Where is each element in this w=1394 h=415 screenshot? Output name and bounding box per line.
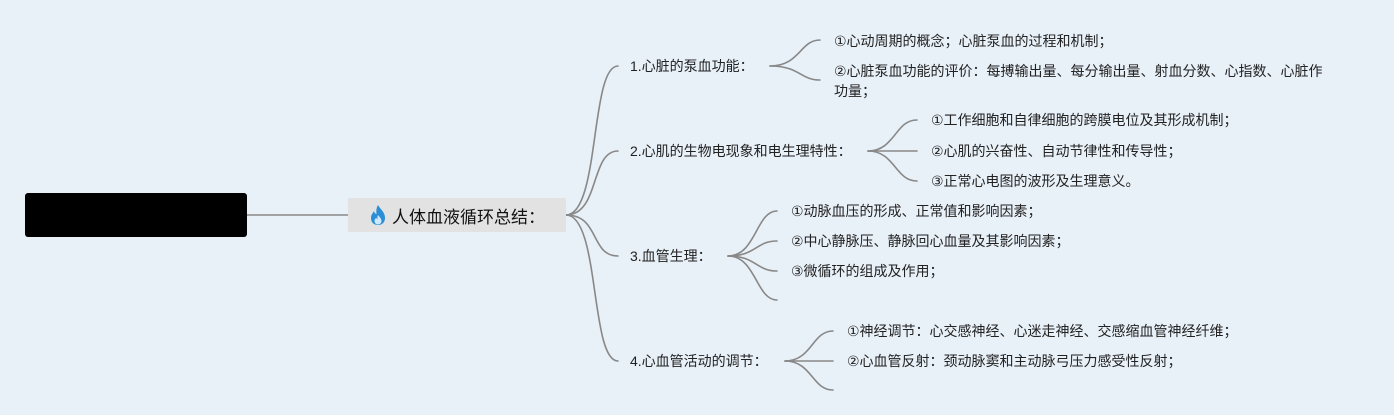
leaf-3-2[interactable]: ②中心静脉压、静脉回心血量及其影响因素； [791,233,1070,249]
leaf-connector-4-3 [784,360,834,391]
branch-heart-pump[interactable]: 1.心脏的泵血功能： [630,58,754,74]
branch-connector-2 [565,150,619,216]
leaf-1-1[interactable]: ①心动周期的概念；心脏泵血的过程和机制； [834,33,1113,49]
branch-connector-1 [565,65,619,216]
leaf-2-2[interactable]: ②心肌的兴奋性、自动节律性和传导性； [931,143,1182,159]
branch-connector-4 [565,214,619,362]
leaf-connector-3-3 [727,255,778,272]
branch-cardiovascular-regulation[interactable]: 4.心血管活动的调节： [630,353,768,369]
branch-vascular-physiology[interactable]: 3.血管生理： [630,248,712,264]
leaf-4-2[interactable]: ②心血管反射：颈动脉窦和主动脉弓压力感受性反射； [847,353,1182,369]
leaf-connector-1-1 [769,39,821,67]
central-topic-label: 人体血液循环总结： [392,207,545,227]
leaf-connector-3-2 [727,240,778,257]
leaf-4-1[interactable]: ①神经调节：心交感神经、心迷走神经、交感缩血管神经纤维； [847,323,1238,339]
leaf-connector-3-4 [727,255,778,301]
leaf-connector-2-3 [867,150,918,182]
leaf-2-1[interactable]: ①工作细胞和自律细胞的跨膜电位及其形成机制； [931,112,1238,128]
branch-connector-3 [565,214,619,257]
leaf-connector-2-1 [867,119,918,152]
leaf-connector-4-1 [784,330,834,362]
leaf-connector-1-2 [769,65,821,81]
leaf-3-3[interactable]: ③微循环的组成及作用； [791,263,944,279]
branch-myocardium-electro[interactable]: 2.心肌的生物电现象和电生理特性： [630,143,852,159]
leaf-2-3[interactable]: ③正常心电图的波形及生理意义。 [931,173,1140,189]
leaf-1-2[interactable]: ②心脏泵血功能的评价：每搏输出量、每分输出量、射血分数、心指数、心脏作功量； [834,63,1323,99]
fire-icon [371,205,385,225]
central-topic[interactable]: 人体血液循环总结： [348,198,566,232]
leaf-3-1[interactable]: ①动脉血压的形成、正常值和影响因素； [791,203,1042,219]
leaf-connector-3-1 [727,210,778,257]
root-node[interactable] [25,193,247,237]
